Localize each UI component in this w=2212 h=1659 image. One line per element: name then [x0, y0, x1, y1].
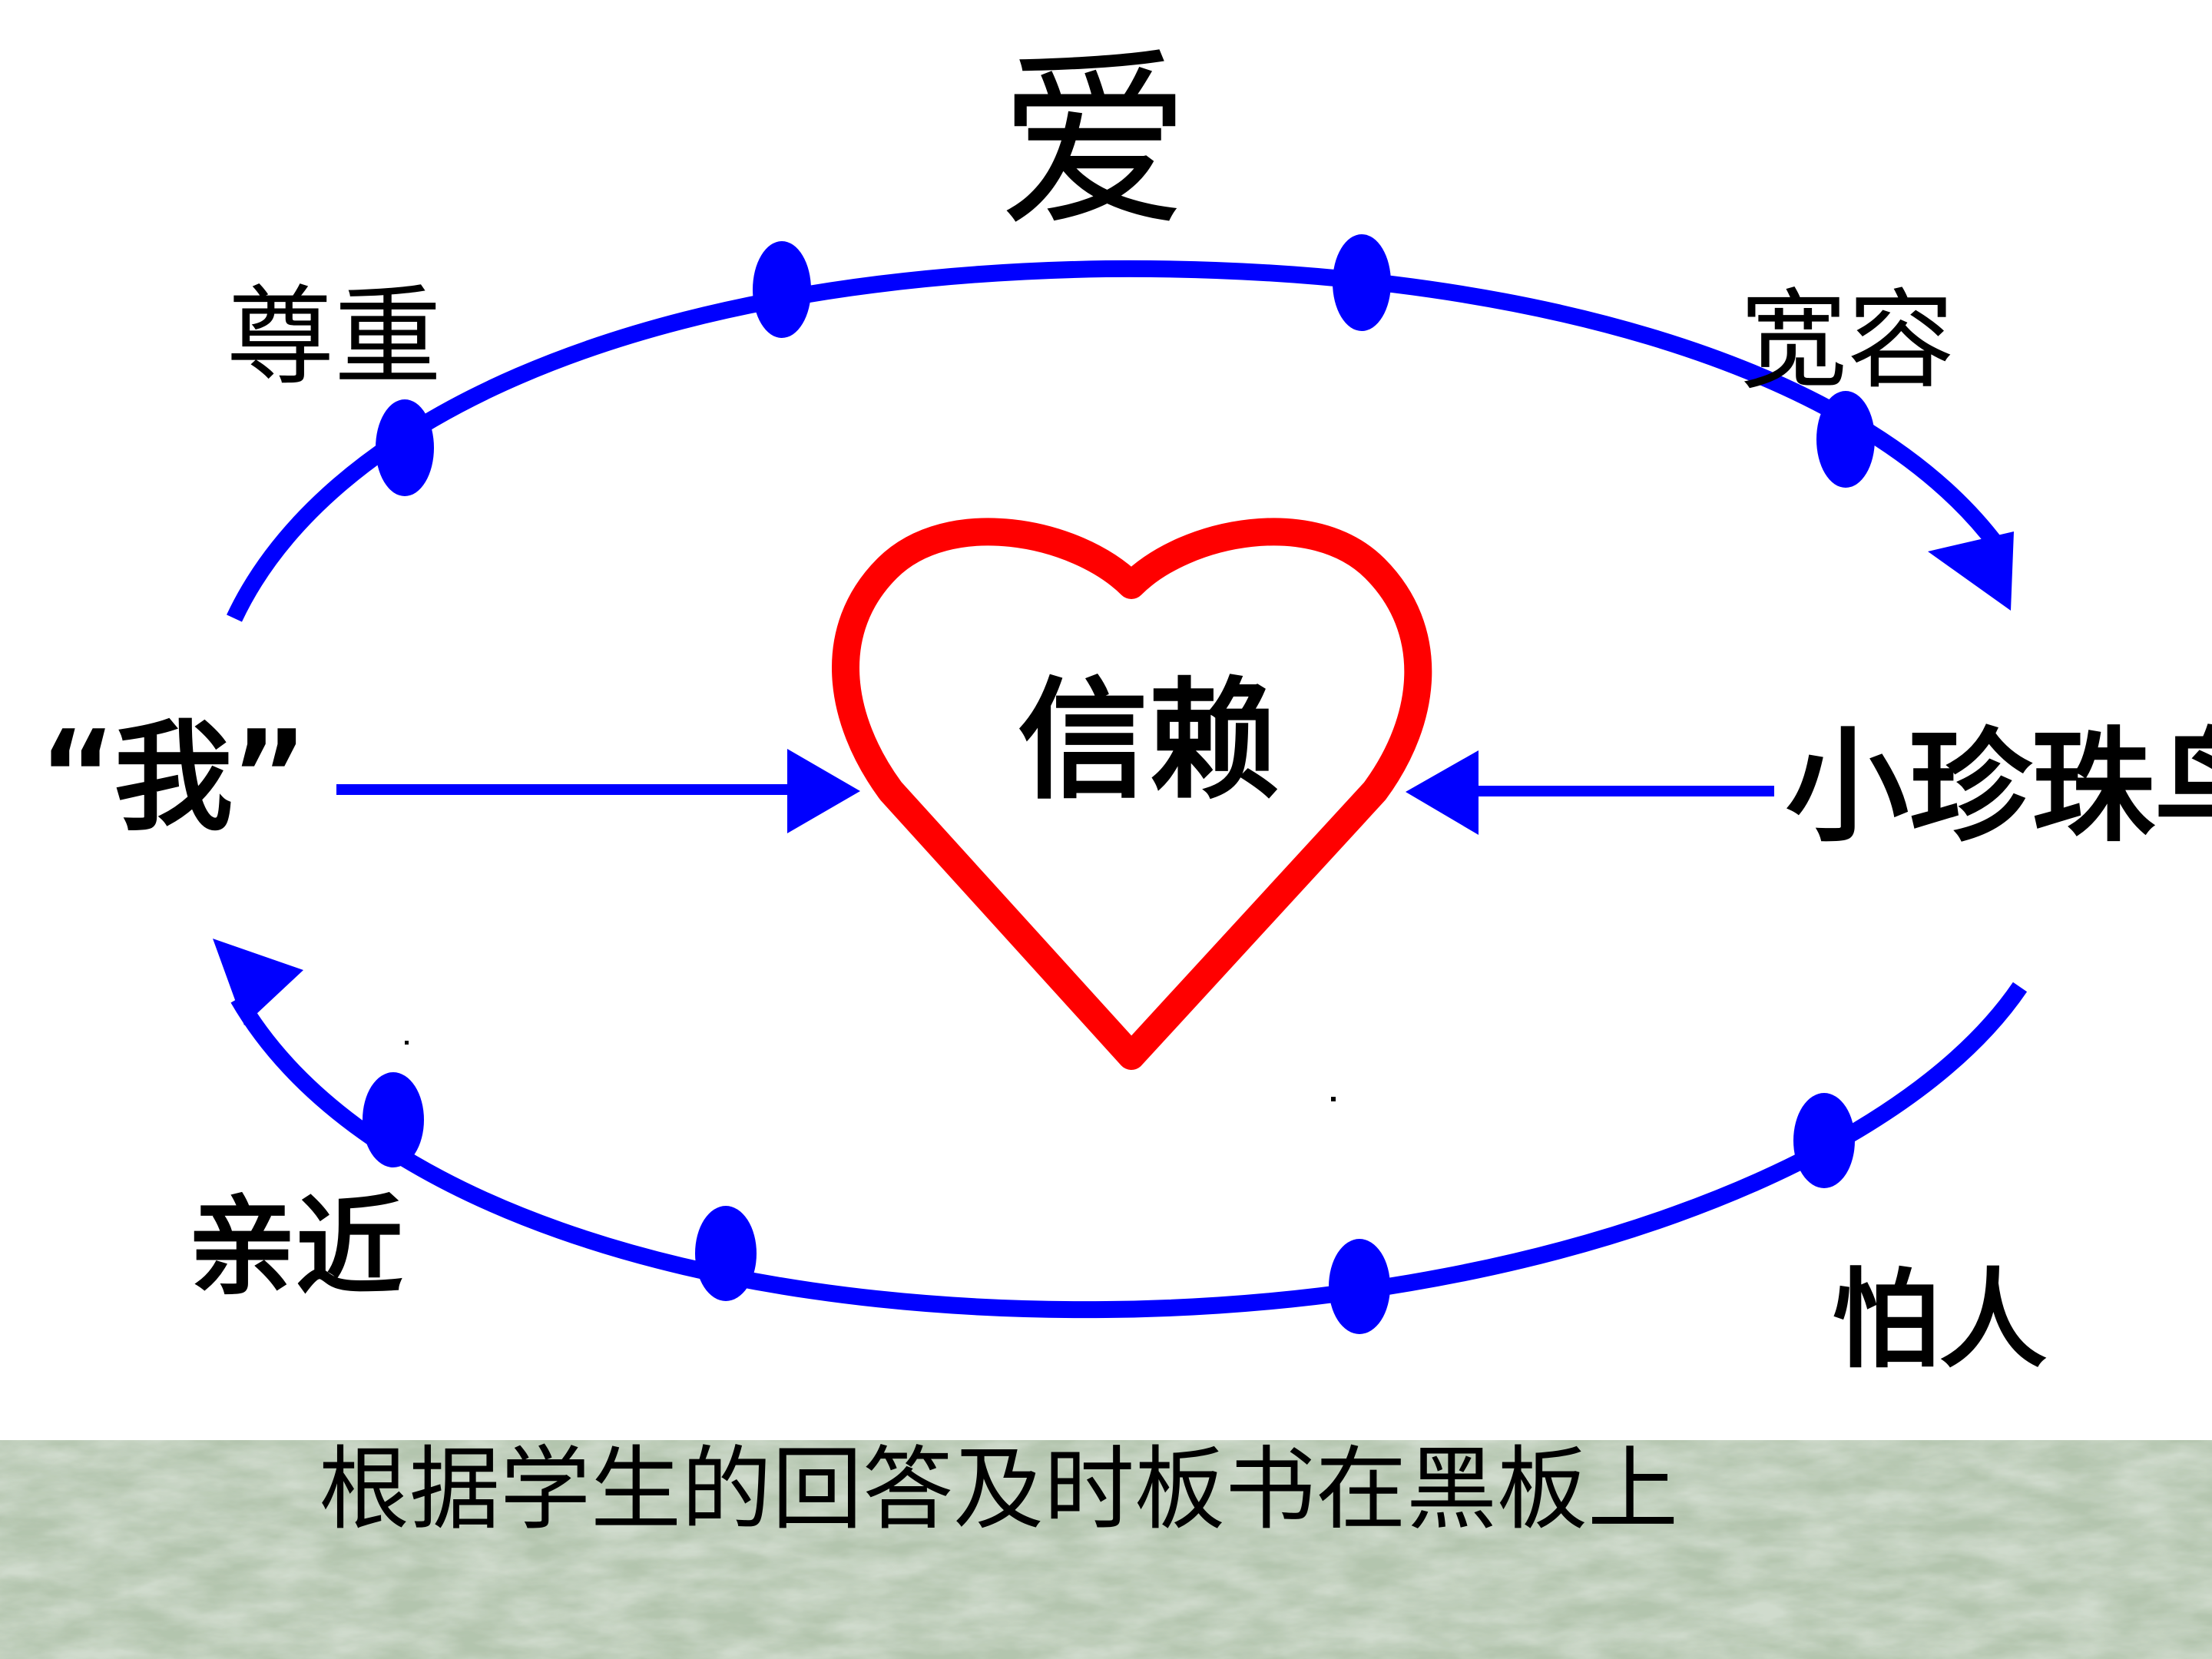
label-closeness: 亲近 [188, 1185, 404, 1310]
heart-outline [832, 518, 1432, 1070]
label-respect: 尊重 [227, 275, 442, 400]
stray-dot-2 [1331, 1097, 1336, 1101]
label-trust: 信赖 [1018, 665, 1280, 817]
background-band [0, 1440, 2212, 1659]
left-arrow [336, 749, 860, 833]
bottom-arc-dot-right [1793, 1093, 1855, 1188]
label-tolerance: 宽容 [1740, 279, 1955, 404]
top-arc-arrow [227, 234, 2014, 622]
top-arc-dot-left [376, 399, 434, 496]
top-arc-dot-1 [753, 241, 811, 338]
right-arrow [1406, 750, 1774, 835]
bottom-arc-arrow [213, 939, 2028, 1334]
bottom-arc-dot-1 [695, 1206, 757, 1301]
top-arc-arrowhead [1928, 531, 2014, 611]
label-little-pearl-bird: 小珍珠鸟 [1786, 715, 2212, 859]
bottom-arc-arrowhead [213, 939, 303, 1025]
bottom-arc-dot-2 [1329, 1239, 1390, 1334]
top-arc-dot-right [1816, 391, 1875, 488]
caption: 根据学生的回答及时板书在黑板上 [319, 1436, 1679, 1542]
label-me: “我” [42, 708, 305, 847]
title-love: 爱 [998, 30, 1190, 253]
bottom-arc-dot-left [363, 1072, 424, 1167]
stray-dot-1 [405, 1041, 409, 1045]
label-fear-of-people: 怕人 [1832, 1258, 2048, 1383]
top-arc-dot-2 [1333, 234, 1391, 331]
